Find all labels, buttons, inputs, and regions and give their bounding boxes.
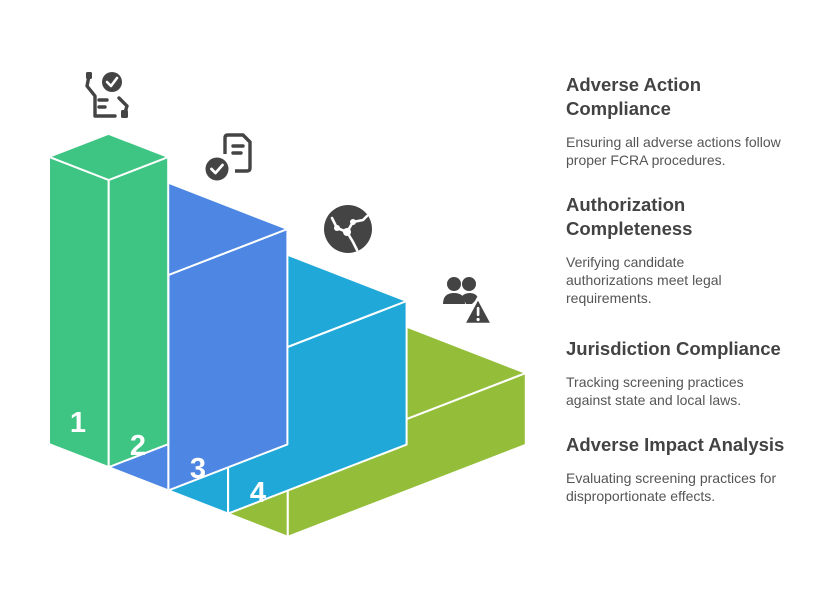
step-title-1: Adverse Action Compliance [566,74,702,119]
step-number-3: 3 [190,453,206,485]
step-item-4: Adverse Impact Analysis Evaluating scree… [566,433,826,505]
step-description-4: Evaluating screening practices for dispr… [566,470,777,504]
step-1-top-face [48,132,170,181]
document-check-icon [203,132,255,182]
step-number-4: 4 [250,477,266,509]
step-number-2: 2 [130,430,146,462]
step-item-1: Adverse Action Compliance Ensuring all a… [566,73,826,169]
step-description-3: Tracking screening practices against sta… [566,374,744,408]
step-title-4: Adverse Impact Analysis [566,434,785,455]
step-item-3: Jurisdiction Compliance Tracking screeni… [566,337,826,409]
users-warning-icon [442,274,496,328]
step-title-2: Authorization Completeness [566,194,693,239]
step-number-1: 1 [70,407,86,439]
step-title-3: Jurisdiction Compliance [566,338,781,359]
globe-network-icon [323,204,373,254]
step-description-2: Verifying candidate authorizations meet … [566,254,722,306]
staircase-diagram: 1 2 3 4 [48,132,527,538]
step-1-right-face [107,156,170,469]
approval-checklist-icon [83,70,133,122]
step-item-2: Authorization Completeness Verifying can… [566,193,826,307]
step-description-1: Ensuring all adverse actions follow prop… [566,134,781,168]
